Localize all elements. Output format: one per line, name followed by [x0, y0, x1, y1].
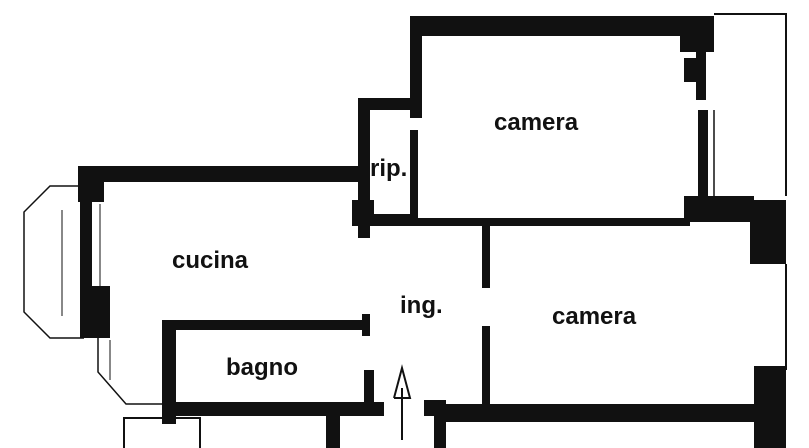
wall-cucina-door-jamb	[362, 314, 370, 336]
outline-bottom-left	[123, 417, 201, 448]
wall-camera-right-left-top	[482, 222, 490, 288]
outline-right-edge	[714, 13, 787, 196]
wall-camera-top-fixture	[684, 58, 698, 82]
outline-bay-window	[23, 185, 84, 339]
wall-cucina-left-lower	[80, 286, 110, 338]
wall-camera-top-right-upper	[696, 40, 706, 100]
wall-camera-right-left-bottom	[482, 326, 490, 410]
wall-bagno-bottom	[162, 402, 384, 416]
wall-central-pillar	[352, 200, 374, 226]
wall-camera-right-bottom	[446, 404, 760, 422]
wall-camera-top-left	[410, 26, 422, 118]
room-label-camera-right: camera	[552, 303, 637, 330]
room-label-rip: rip.	[370, 155, 407, 182]
wall-entrance-left-jamb	[326, 408, 340, 448]
room-label-bagno: bagno	[226, 354, 298, 381]
wall-cucina-left-upper	[78, 166, 104, 202]
wall-cucina-bottom	[162, 320, 370, 330]
arrow-up-icon	[393, 364, 412, 440]
wall-camera-top-top	[410, 16, 706, 36]
room-label-ingresso: ing.	[400, 292, 443, 319]
room-label-cucina: cucina	[172, 247, 249, 274]
room-label-camera-top: camera	[494, 109, 579, 136]
wall-camera-right-right-upper	[750, 200, 786, 264]
wall-bagno-left	[162, 320, 176, 424]
wall-entrance-right-post	[434, 410, 446, 448]
wall-rip-top	[358, 98, 422, 110]
wall-rip-right	[410, 130, 418, 220]
outline-balcony	[97, 338, 164, 405]
wall-bagno-right	[364, 370, 374, 410]
wall-cucina-top	[78, 166, 370, 182]
wall-camera-right-right-lower	[754, 366, 786, 448]
thin-lines	[23, 13, 787, 448]
wall-central-horizontal	[360, 218, 690, 226]
walls	[78, 16, 786, 448]
wall-camera-top-right-lower	[698, 110, 708, 198]
wall-camera-top-bottom-right	[684, 196, 754, 222]
